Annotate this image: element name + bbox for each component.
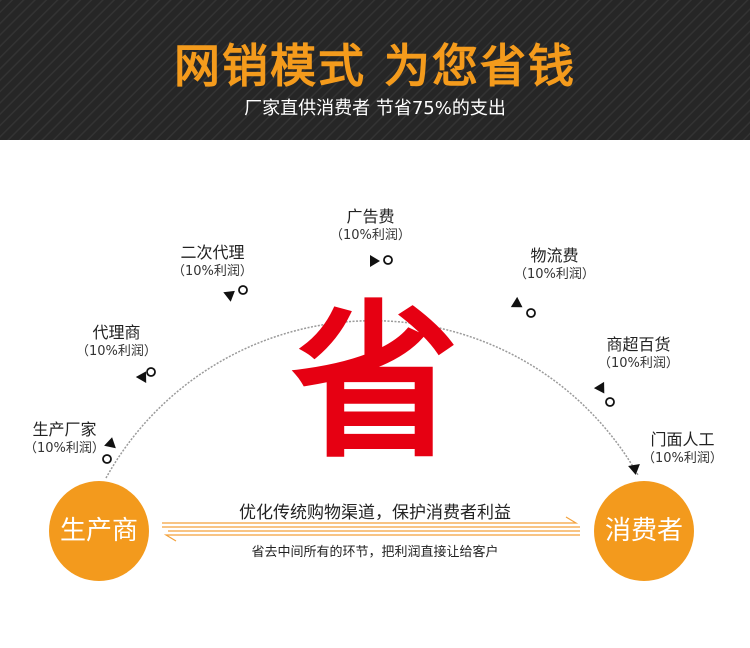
chain-margin: （10%利润） [598,356,679,371]
chain-margin: （10%利润） [642,451,723,466]
arrow-head [510,296,523,308]
chain-name: 生产厂家 [32,420,97,439]
diagonal-stripe-pattern [0,0,750,140]
node-dot [238,285,248,295]
consumer-circle: 消费者 [594,481,694,581]
chain-label-logistics: 物流费 （10%利润） [514,246,595,284]
channel-line-right [162,516,579,524]
chain-label-retail: 商超百货 （10%利润） [598,335,679,373]
node-dot [526,308,536,318]
node-dot [146,367,156,377]
arc-nodes [102,255,615,464]
page-subtitle: 厂家直供消费者 节省75%的支出 [244,98,506,119]
chain-name: 代理商 [92,323,141,342]
channel-line-left [163,534,580,542]
slogan-bottom: 省去中间所有的环节，把利润直接让给客户 [251,545,499,560]
arrow-head [628,463,640,475]
arrow-head [370,255,380,267]
node-dot [605,397,615,407]
chain-label-ads: 广告费 （10%利润） [330,207,411,245]
arrow-head [135,371,147,383]
node-dot [102,454,112,464]
chain-name: 商超百货 [606,335,671,354]
arc-arrows [104,255,640,475]
chain-label-agent: 代理商 （10%利润） [76,323,157,361]
arc-line [105,320,639,479]
node-dot [383,255,393,265]
chain-label-storefront: 门面人工 （10%利润） [642,430,723,468]
chain-margin: （10%利润） [172,264,253,279]
arrow-head [223,290,235,302]
chain-name: 二次代理 [180,243,245,262]
chain-margin: （10%利润） [514,267,595,282]
header-banner: 网销模式 为您省钱 厂家直供消费者 节省75%的支出 [0,0,750,140]
chain-name: 门面人工 [650,430,715,449]
chain-label-factory: 生产厂家 （10%利润） [24,420,105,458]
arrow-head [104,437,116,449]
direct-channel-lines [162,516,580,542]
chain-margin: （10%利润） [24,441,105,456]
page-title: 网销模式 为您省钱 [173,39,576,93]
slogan-top: 优化传统购物渠道，保护消费者利益 [239,503,511,523]
arrow-head [593,381,605,394]
chain-margin: （10%利润） [330,228,411,243]
chain-name: 物流费 [530,246,579,265]
save-character: 省 [291,283,459,481]
chain-name: 广告费 [346,207,395,226]
chain-label-subagent: 二次代理 （10%利润） [172,243,253,281]
producer-circle: 生产商 [49,481,149,581]
chain-margin: （10%利润） [76,344,157,359]
